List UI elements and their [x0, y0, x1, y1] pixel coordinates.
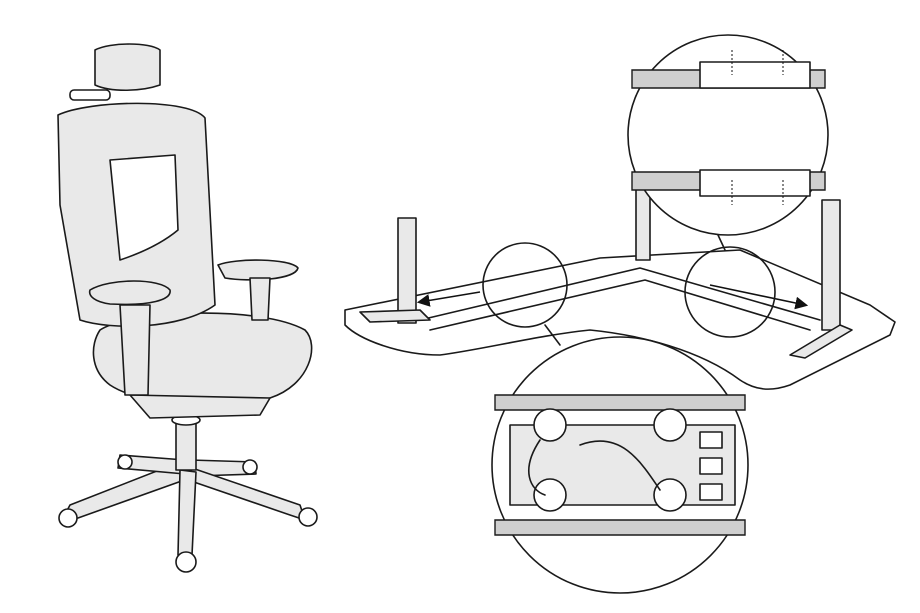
chair-backrest: [57, 102, 216, 328]
desk-leg-right: [821, 199, 841, 331]
chair-base: [58, 414, 318, 573]
chair-armrests: [88, 259, 299, 396]
detail-magnifier-left: [482, 242, 568, 328]
desk-leg-left: [397, 217, 417, 324]
chair-headrest: [69, 43, 161, 101]
detail-magnifier-right: [684, 246, 776, 338]
office-chair: [57, 43, 318, 573]
detail-magnifier-bottom: [491, 324, 749, 594]
detail-magnifier-top: [627, 34, 829, 251]
